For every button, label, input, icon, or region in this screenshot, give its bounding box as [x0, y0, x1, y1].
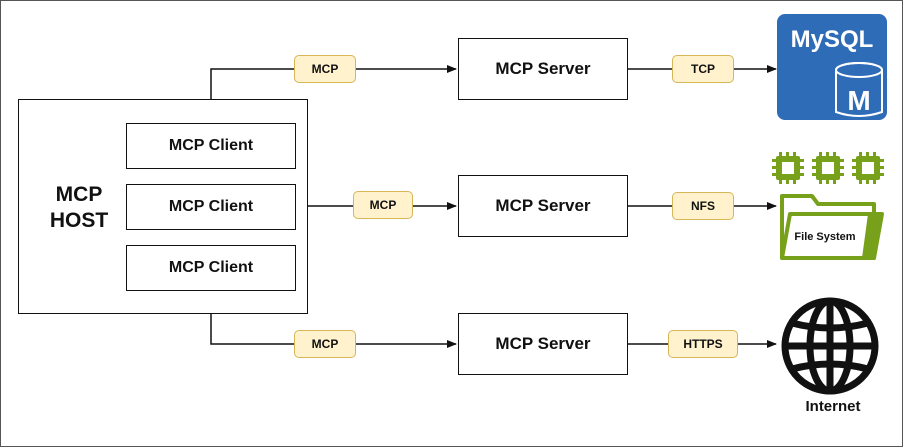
protocol-tag-mcp-2: MCP — [353, 191, 413, 219]
file-system-folder-icon: File System — [772, 152, 884, 260]
globe-icon — [781, 297, 879, 395]
mcp-server-2: MCP Server — [458, 175, 628, 237]
protocol-tag-mcp-3: MCP — [294, 330, 356, 358]
mcp-host-label: MCP HOST — [40, 182, 118, 234]
mcp-server-3: MCP Server — [458, 313, 628, 375]
protocol-tag-mcp-1: MCP — [294, 55, 356, 83]
mcp-server-1: MCP Server — [458, 38, 628, 100]
internet-label: Internet — [805, 398, 861, 415]
protocol-tag-nfs: NFS — [672, 192, 734, 220]
mcp-host-label-line2: HOST — [49, 209, 109, 232]
mcp-client-3: MCP Client — [126, 245, 296, 291]
mcp-client-2: MCP Client — [126, 184, 296, 230]
file-system-label: File System — [794, 231, 855, 243]
protocol-tag-https: HTTPS — [668, 330, 738, 358]
protocol-tag-tcp: TCP — [672, 55, 734, 83]
mcp-client-1: MCP Client — [126, 123, 296, 169]
mcp-host-label-line1: MCP — [55, 183, 103, 206]
mysql-logo-text: MySQL — [791, 26, 874, 53]
mysql-badge-text: M — [847, 85, 870, 116]
mysql-database-icon: MySQL M — [777, 14, 887, 120]
